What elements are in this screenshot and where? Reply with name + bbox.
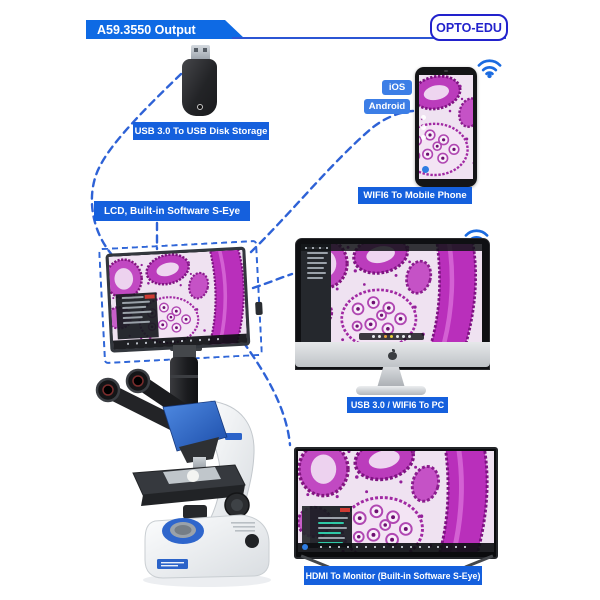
imac-software-topbar bbox=[301, 244, 482, 251]
lcd-display bbox=[98, 239, 263, 365]
microscope-illustration bbox=[95, 345, 271, 587]
android-badge: Android bbox=[364, 99, 410, 114]
base-label bbox=[157, 559, 188, 569]
usb-pin bbox=[203, 48, 207, 52]
wifi-icon bbox=[476, 56, 503, 79]
monitor-panel-record-button bbox=[340, 507, 350, 512]
imac-software-sidebar bbox=[301, 244, 331, 343]
condenser bbox=[183, 505, 207, 519]
usb-pin bbox=[194, 48, 198, 52]
curve-lcd-to-phone bbox=[249, 109, 415, 254]
hdmi-monitor-screen bbox=[298, 451, 494, 552]
imac-software-toolbar bbox=[358, 333, 425, 340]
phone-screen bbox=[419, 75, 473, 179]
nosepiece bbox=[179, 437, 219, 463]
imac-screen bbox=[301, 244, 482, 343]
phone-output-label: WIFI6 To Mobile Phone bbox=[358, 187, 472, 204]
stage-front bbox=[141, 485, 245, 506]
phone-capture-button bbox=[422, 166, 429, 173]
usb-stick-connector bbox=[191, 45, 210, 61]
page-title-banner: A59.3550 Output bbox=[86, 20, 245, 39]
usb-output-label: USB 3.0 To USB Disk Storage bbox=[133, 122, 269, 140]
imac-stand bbox=[377, 367, 405, 388]
lcd-output-label: LCD, Built-in Software S-Eye bbox=[94, 201, 250, 221]
light-spot bbox=[187, 470, 199, 482]
lcd-side-button bbox=[255, 301, 263, 316]
brand-logo: OPTO-EDU bbox=[430, 14, 508, 41]
base-vents bbox=[231, 522, 255, 532]
monitor-software-toolbar bbox=[298, 542, 494, 552]
monitor-toolbar-home-icon bbox=[302, 544, 308, 551]
phone-camera-dot bbox=[444, 70, 448, 72]
scope-arm-logo bbox=[225, 433, 242, 440]
lcd-panel-record-button bbox=[144, 294, 155, 300]
phone-microscopy-image bbox=[419, 75, 473, 179]
lcd-software-panel bbox=[115, 292, 159, 340]
imac-chin bbox=[295, 342, 490, 367]
monitor-software-panel bbox=[302, 505, 352, 549]
ios-badge: iOS bbox=[382, 80, 412, 95]
header-divider-line bbox=[232, 37, 506, 39]
curve-lcd-to-usb bbox=[90, 72, 183, 258]
camera-body bbox=[170, 357, 198, 411]
usb-stick-lanyard-hole bbox=[197, 104, 203, 110]
eyepiece-tube bbox=[105, 385, 181, 431]
pc-output-label: USB 3.0 / WIFI6 To PC bbox=[347, 397, 448, 413]
brand-logo-text: OPTO-EDU bbox=[436, 20, 502, 35]
page-title: A59.3550 Output bbox=[97, 22, 196, 37]
phone-app-buttons bbox=[421, 114, 426, 145]
monitor-output-label: HDMI To Monitor (Built-in Software S-Eye… bbox=[304, 566, 482, 585]
scope-head bbox=[162, 400, 228, 452]
apple-logo-icon bbox=[388, 349, 397, 360]
base-knob bbox=[245, 534, 259, 548]
lcd-panel bbox=[105, 246, 251, 353]
imac-base bbox=[356, 386, 426, 395]
